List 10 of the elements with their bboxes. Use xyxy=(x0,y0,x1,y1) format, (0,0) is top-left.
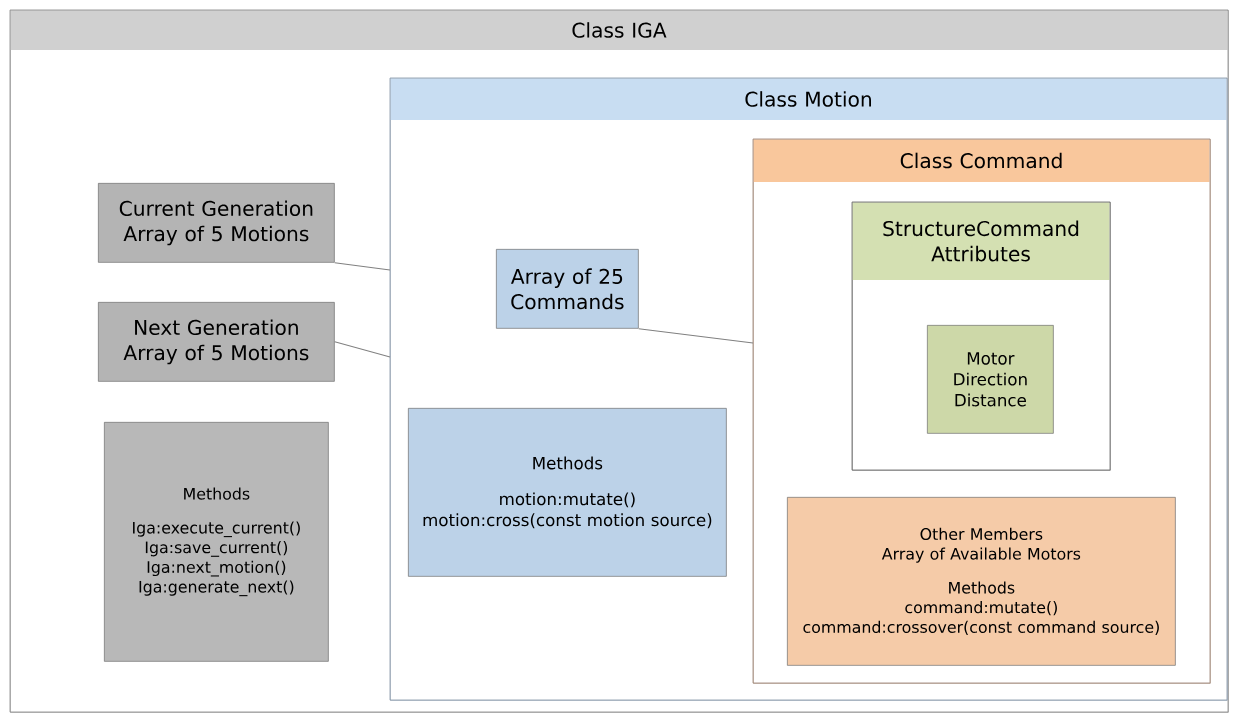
member-box: Current Generation Array of 5 Motions xyxy=(98,183,335,263)
member-box: Other Members Array of Available Motors Methods command:mutate() command:crossover(const command source) xyxy=(787,497,1176,666)
connector-line xyxy=(334,262,391,271)
member-box: Next Generation Array of 5 Motions xyxy=(98,302,335,382)
connector-line xyxy=(334,341,391,358)
member-box: Array of 25 Commands xyxy=(496,249,639,329)
member-box: Motor Direction Distance xyxy=(927,325,1054,434)
member-box: Methods motion:mutate() motion:cross(const motion source) xyxy=(408,408,727,577)
connector-line xyxy=(638,328,754,344)
member-box: Methods Iga:execute_current() Iga:save_current() Iga:next_motion() Iga:generate_next() xyxy=(104,422,329,662)
